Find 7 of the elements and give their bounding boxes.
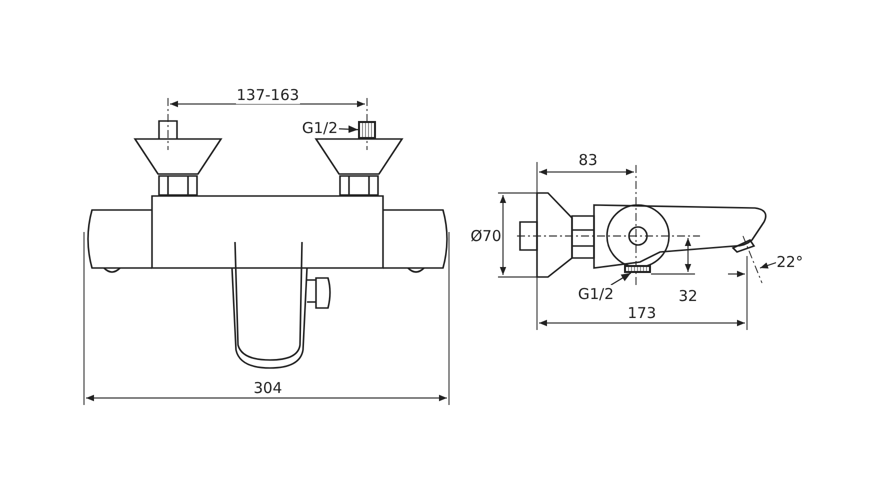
thread-label: G1/2 [301, 119, 339, 137]
thread-fitting [624, 265, 651, 273]
dimension-label: 137-163 [236, 86, 300, 104]
thread-fitting [358, 121, 376, 139]
leader-line [610, 272, 632, 286]
leader-line [338, 125, 358, 134]
thread-label: G1/2 [577, 285, 615, 303]
